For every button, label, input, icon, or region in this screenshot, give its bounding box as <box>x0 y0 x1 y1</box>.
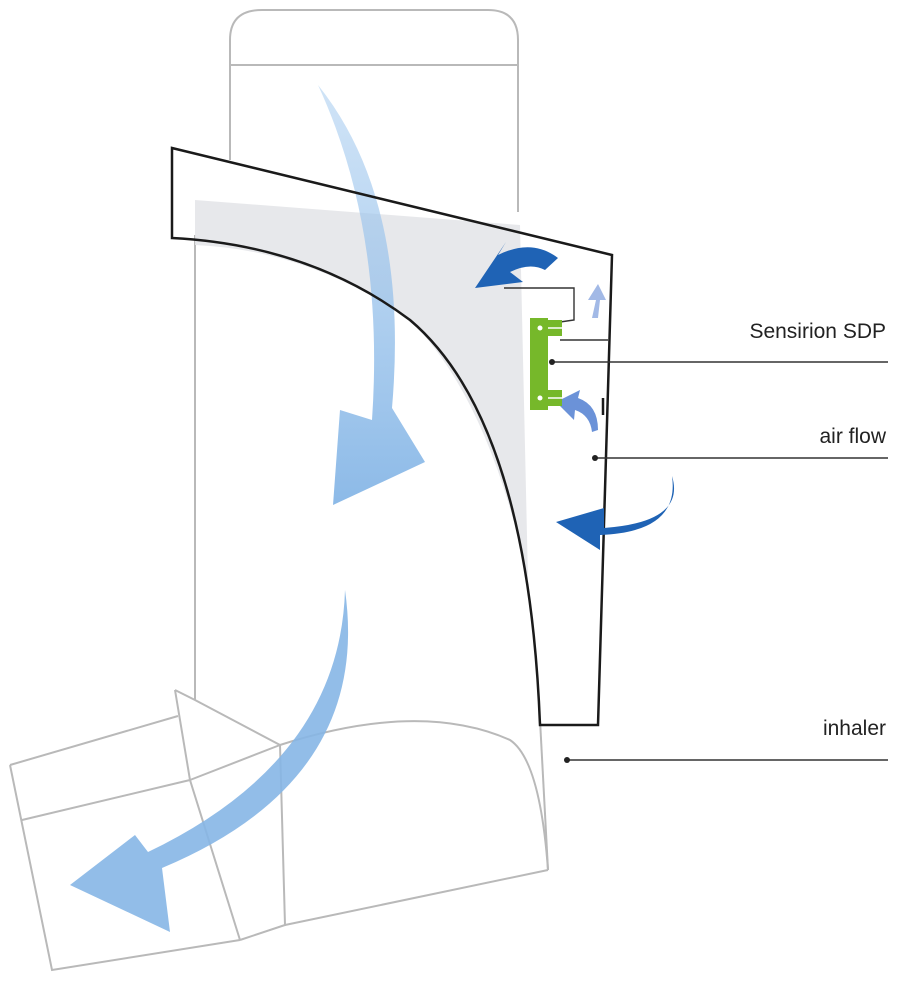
flow-arrow-into-sensor <box>556 390 598 432</box>
mouthpiece-base <box>284 869 549 926</box>
flow-arrow-inlet <box>556 476 675 550</box>
sensor-sdp <box>530 318 562 410</box>
flow-arrow-down <box>318 85 425 505</box>
flow-arrow-out <box>70 590 349 932</box>
sensor-tubing <box>504 287 608 341</box>
flow-arrow-up <box>588 284 606 318</box>
leader-lines <box>552 361 888 761</box>
flow-arrow-sensor-top <box>475 242 558 288</box>
mouthpiece-front <box>9 715 281 972</box>
leader-dots <box>549 359 598 763</box>
sensor-housing-shade <box>195 200 528 580</box>
body-curve-bottom <box>279 720 549 871</box>
sensor-sleeve-outline <box>170 146 614 727</box>
label-air-flow: air flow <box>819 425 886 448</box>
label-sensirion-sdp: Sensirion SDP <box>749 320 886 343</box>
label-inhaler: inhaler <box>822 717 886 740</box>
inhaler-body <box>9 9 549 972</box>
canister-cap <box>229 9 519 65</box>
